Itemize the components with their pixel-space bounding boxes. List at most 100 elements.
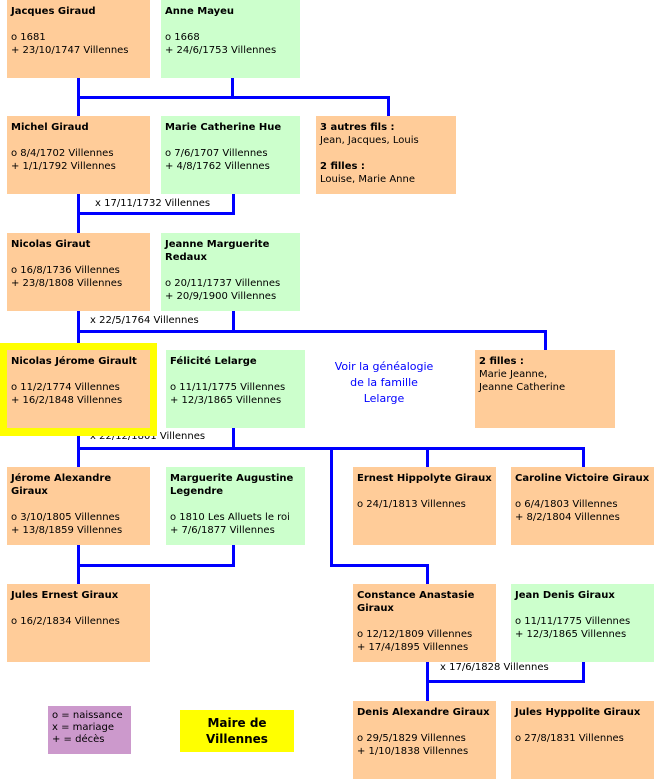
connector <box>77 212 235 215</box>
legend-marriage: x = mariage <box>52 722 115 733</box>
legend-birth: o = naissance <box>52 710 123 721</box>
birth: o 16/2/1834 Villennes <box>11 616 120 627</box>
person-name: Nicolas Jérome Girault <box>11 356 137 367</box>
birth: o 24/1/1813 Villennes <box>357 499 466 510</box>
person-name: Michel Giraud <box>11 122 89 133</box>
person-card[interactable]: Ernest Hippolyte Giraux o 24/1/1813 Ville… <box>353 467 496 545</box>
person-name: Marie Catherine Hue <box>165 122 282 133</box>
link-line: de la famille <box>350 376 418 389</box>
daughters: Jeanne Catherine <box>479 382 566 393</box>
death: + 4/8/1762 Villennes <box>165 161 270 172</box>
birth: o 3/10/1805 Villennes <box>11 512 120 523</box>
person-card[interactable]: Denis Alexandre Giraux o 29/5/1829 Villen… <box>353 701 496 779</box>
death: + 20/9/1900 Villennes <box>165 291 277 302</box>
connector <box>232 311 235 332</box>
person-name: Caroline Victoire Giraux <box>515 473 650 484</box>
birth: o 7/6/1707 Villennes <box>165 148 268 159</box>
connector <box>582 447 585 467</box>
death: + 8/2/1804 Villennes <box>515 512 620 523</box>
connector <box>387 96 390 116</box>
birth: o 8/4/1702 Villennes <box>11 148 114 159</box>
person-card[interactable]: Félicité Lelarge o 11/11/1775 Villennes + … <box>166 350 305 428</box>
connector <box>426 564 429 584</box>
link-line: Lelarge <box>363 392 405 405</box>
death: + 24/6/1753 Villennes <box>165 45 277 56</box>
birth: o 1810 Les Alluets le roi <box>170 512 290 523</box>
person-name: Jules Hyppolite Giraux <box>515 707 641 718</box>
daughters: Louise, Marie Anne <box>320 174 415 185</box>
death: + 23/8/1808 Villennes <box>11 278 123 289</box>
person-name: Constance Anastasie Giraux <box>357 590 475 614</box>
person-card[interactable]: Jules Ernest Giraux o 16/2/1834 Villennes <box>7 584 150 662</box>
marriage-label: x 22/5/1764 Villennes <box>90 315 199 326</box>
person-card[interactable]: Nicolas Jérome Girault o 11/2/1774 Villen… <box>7 350 150 428</box>
person-name: Ernest Hippolyte Giraux <box>357 473 492 484</box>
person-name: Marguerite Augustine Legendre <box>170 473 294 497</box>
person-card[interactable]: Marguerite Augustine Legendre o 1810 Les … <box>166 467 305 545</box>
death: + 12/3/1865 Villennes <box>515 629 627 640</box>
marriage-label: x 22/12/1801 Villennes <box>90 431 206 442</box>
connector <box>544 330 547 350</box>
death: + 7/6/1877 Villennes <box>170 525 275 536</box>
marriage-label: x 17/11/1732 Villennes <box>95 198 211 209</box>
connector <box>426 680 585 683</box>
connector <box>330 447 333 567</box>
connector <box>330 564 429 567</box>
birth: o 1681 <box>11 32 46 43</box>
person-name: Jean Denis Giraux <box>515 590 615 601</box>
death: + 1/1/1792 Villennes <box>11 161 116 172</box>
birth: o 12/12/1809 Villennes <box>357 629 473 640</box>
connector <box>77 564 235 567</box>
death: + 23/10/1747 Villennes <box>11 45 129 56</box>
connector <box>231 77 234 98</box>
daughters-title: 2 filles : <box>320 161 365 172</box>
birth: o 1668 <box>165 32 200 43</box>
birth: o 11/11/1775 Villennes <box>170 382 286 393</box>
siblings-card: 2 filles : Marie Jeanne, Jeanne Catherine <box>475 350 615 428</box>
connector <box>232 545 235 566</box>
person-name: Jérome Alexandre Giraux <box>11 473 112 497</box>
person-name: Denis Alexandre Giraux <box>357 707 490 718</box>
person-card[interactable]: Jules Hyppolite Giraux o 27/8/1831 Villen… <box>511 701 654 779</box>
marriage-label: x 17/6/1828 Villennes <box>440 662 549 673</box>
person-card[interactable]: Constance Anastasie Giraux o 12/12/1809 V… <box>353 584 496 662</box>
birth: o 27/8/1831 Villennes <box>515 733 624 744</box>
person-name: Nicolas Giraut <box>11 239 91 250</box>
person-card[interactable]: Nicolas Giraut o 16/8/1736 Villennes + 23/… <box>7 233 150 311</box>
siblings-card: 3 autres fils :Jean, Jacques, Louis 2 fi… <box>316 116 456 194</box>
birth: o 11/2/1774 Villennes <box>11 382 120 393</box>
connector <box>232 428 235 449</box>
birth: o 20/11/1737 Villennes <box>165 278 281 289</box>
person-name: Anne Mayeu <box>165 6 235 17</box>
daughters-title: 2 filles : <box>479 356 524 367</box>
person-card[interactable]: Marie Catherine Hue o 7/6/1707 Villennes +… <box>161 116 300 194</box>
death: + 12/3/1865 Villennes <box>170 395 282 406</box>
person-card[interactable]: Anne Mayeu o 1668 + 24/6/1753 Villennes <box>161 0 300 78</box>
death: + 1/10/1838 Villennes <box>357 746 469 757</box>
person-name: Jeanne Marguerite Redaux <box>165 239 270 263</box>
death: + 13/8/1859 Villennes <box>11 525 123 536</box>
daughters: Marie Jeanne, <box>479 369 548 380</box>
birth: o 29/5/1829 Villennes <box>357 733 466 744</box>
person-name: Jules Ernest Giraux <box>11 590 119 601</box>
birth: o 16/8/1736 Villennes <box>11 265 120 276</box>
connector <box>582 662 585 682</box>
person-name: Félicité Lelarge <box>170 356 257 367</box>
person-card[interactable]: Jacques Giraud o 1681 + 23/10/1747 Villenn… <box>7 0 150 78</box>
person-card[interactable]: Jeanne Marguerite Redaux o 20/11/1737 Vil… <box>161 233 300 311</box>
connector <box>77 330 547 333</box>
person-card[interactable]: Jérome Alexandre Giraux o 3/10/1805 Ville… <box>7 467 150 545</box>
legend-death: + = décès <box>52 734 105 745</box>
connector <box>77 96 390 99</box>
person-name: Jacques Giraud <box>11 6 96 17</box>
death: + 16/2/1848 Villennes <box>11 395 123 406</box>
person-card[interactable]: Michel Giraud o 8/4/1702 Villennes + 1/1/1… <box>7 116 150 194</box>
link-line: Voir la généalogie <box>334 360 434 373</box>
death: + 17/4/1895 Villennes <box>357 642 469 653</box>
sons-title: 3 autres fils : <box>320 122 395 133</box>
